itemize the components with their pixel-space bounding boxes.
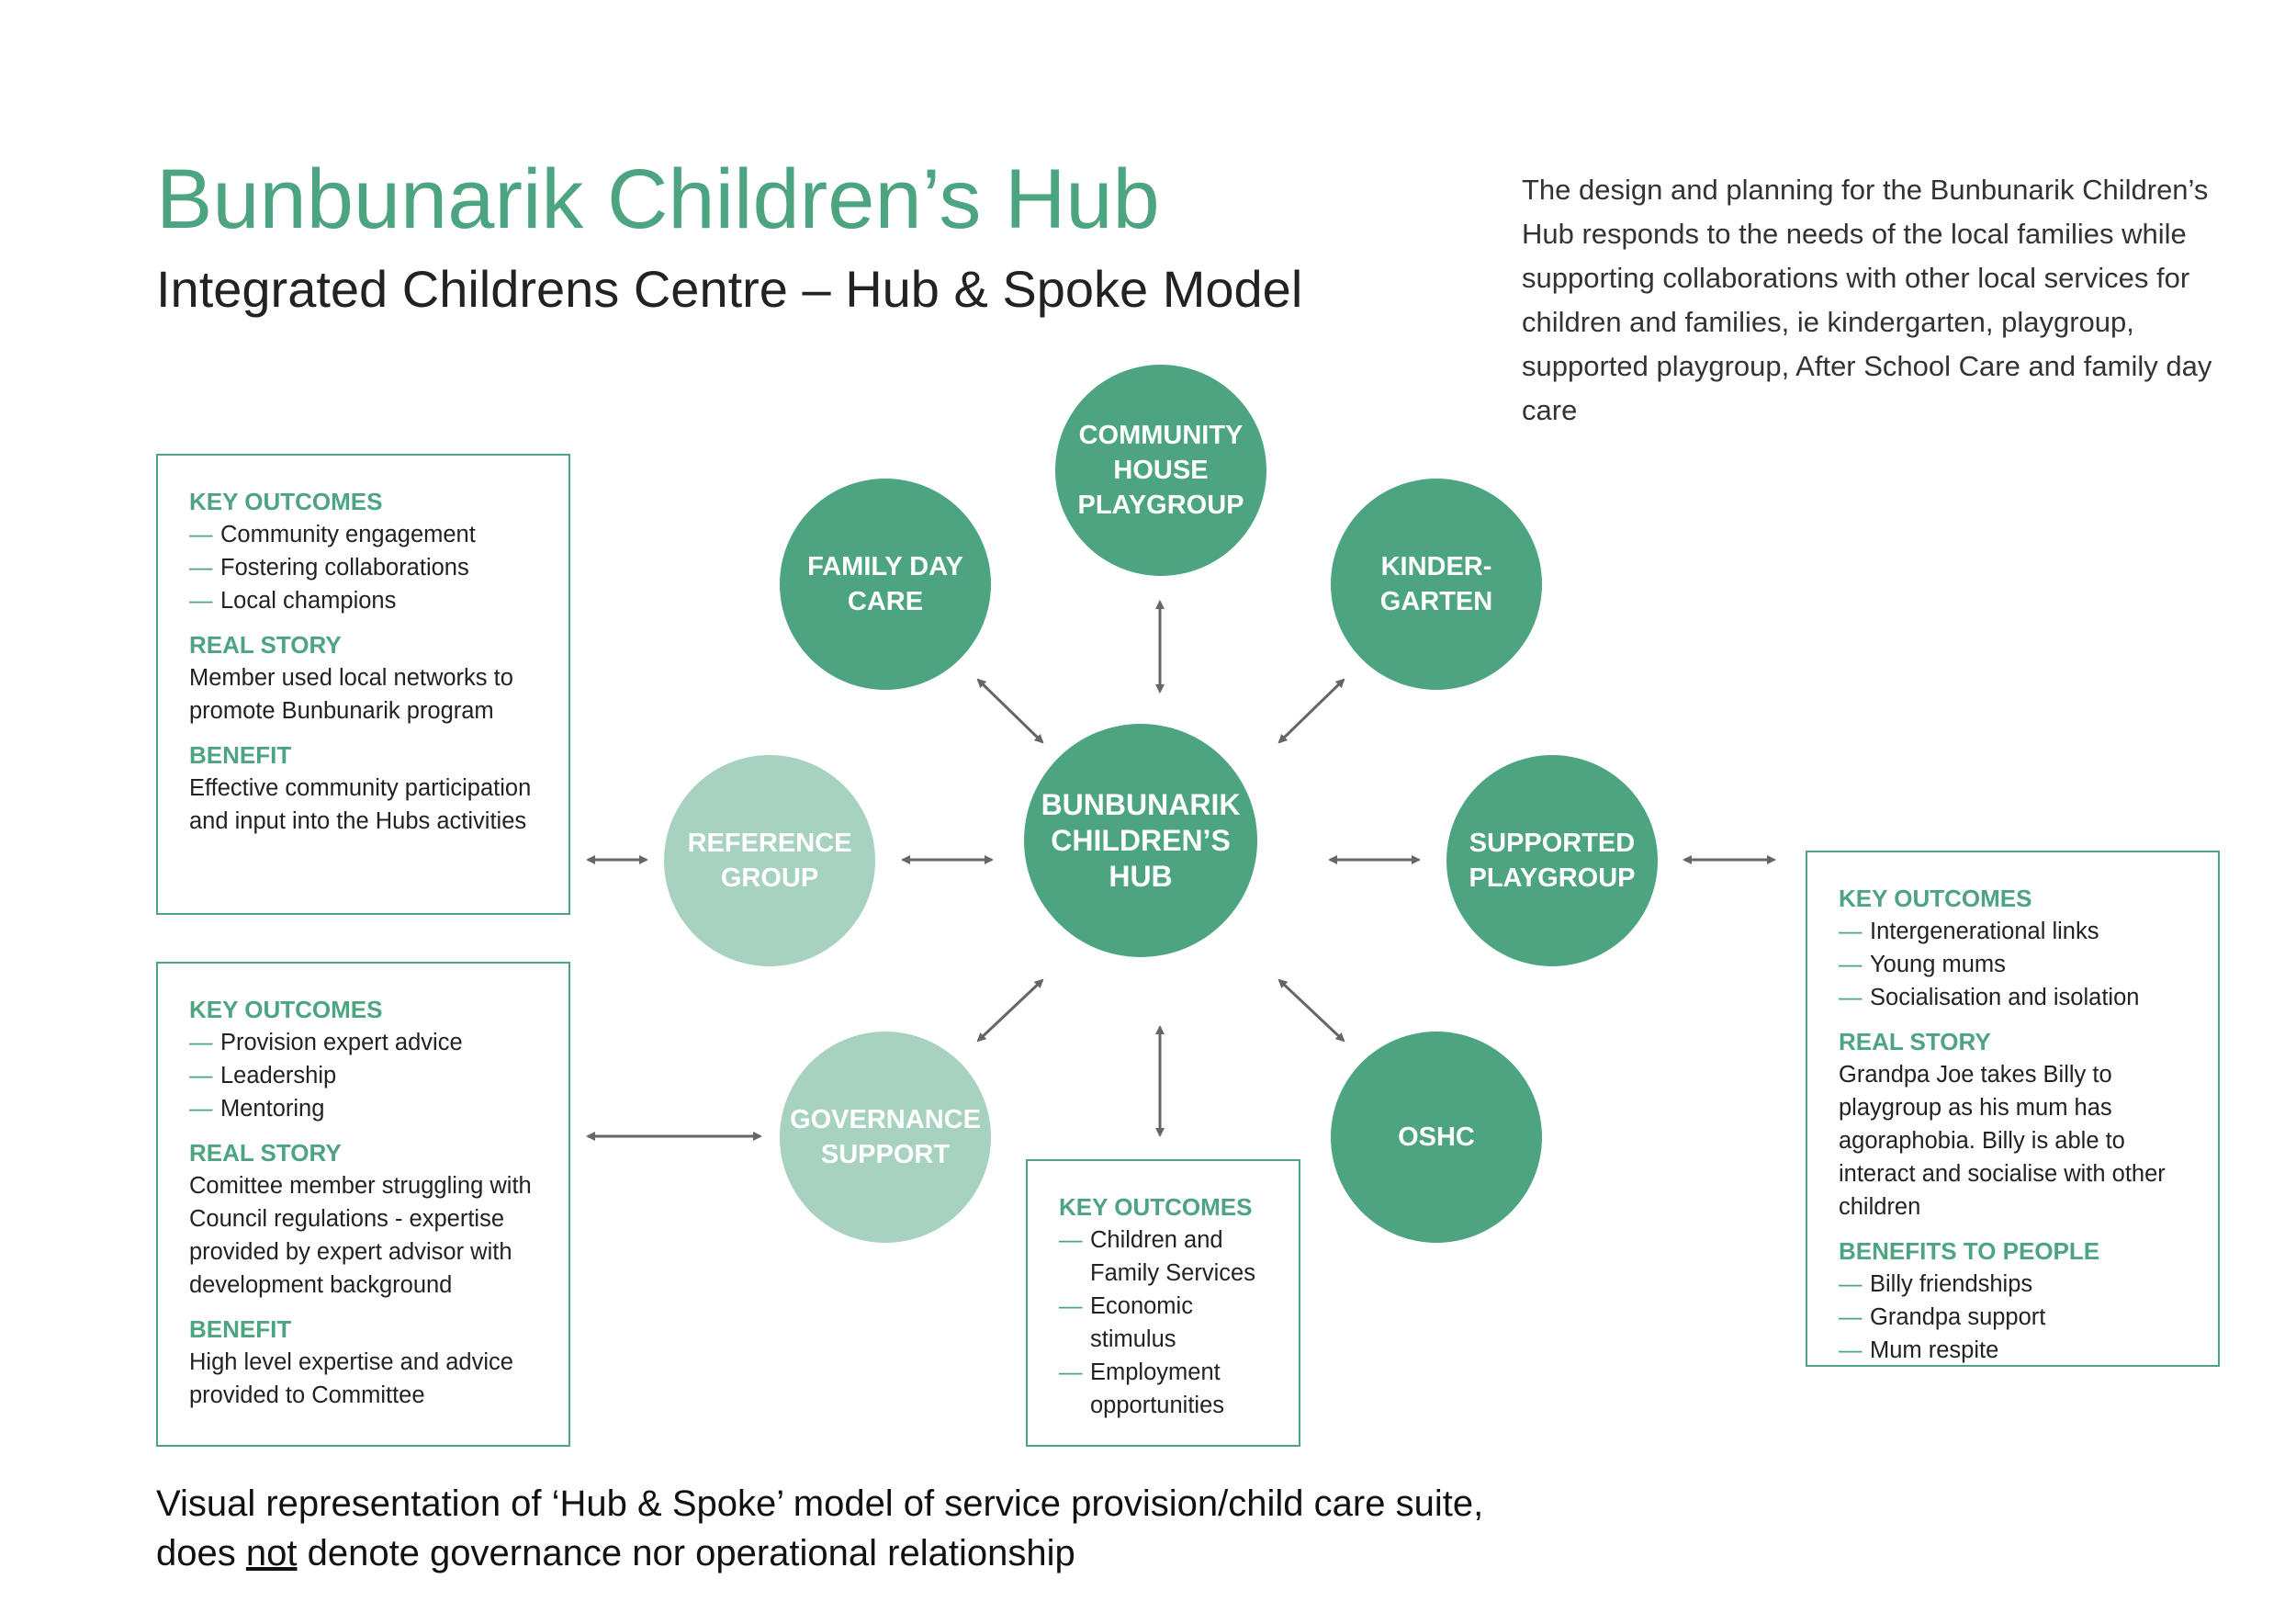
community-house-playgroup-circle: COMMUNITY HOUSE PLAYGROUP — [1055, 365, 1266, 576]
arrow-hub-governance — [976, 978, 1044, 1043]
key-outcomes-heading: KEY OUTCOMES — [1059, 1193, 1253, 1221]
dash-bullet: — — [1059, 1227, 1083, 1253]
supported-playgroup-info-box: KEY OUTCOMES —Intergenerational links —Y… — [1806, 851, 2220, 1367]
dash-bullet: — — [189, 1063, 213, 1088]
family-day-care-circle: FAMILY DAY CARE — [780, 479, 991, 690]
benefit-heading: BENEFIT — [189, 1315, 292, 1343]
dash-bullet: — — [1059, 1359, 1083, 1385]
benefit-heading: BENEFIT — [189, 741, 292, 769]
list-item: —Intergenerational links — [1839, 915, 2187, 948]
real-story-text: Grandpa Joe takes Billy to playgroup as … — [1839, 1062, 2166, 1220]
hub-outcomes-box: KEY OUTCOMES —Children and Family Servic… — [1026, 1159, 1300, 1447]
real-story-heading: REAL STORY — [189, 1139, 342, 1167]
dash-bullet: — — [1839, 1304, 1863, 1330]
footer-line-2: does not denote governance nor operation… — [156, 1533, 1075, 1573]
dash-bullet: — — [189, 588, 213, 614]
reference-group-circle: REFERENCE GROUP — [664, 755, 875, 966]
supported-playgroup-circle: SUPPORTED PLAYGROUP — [1446, 755, 1658, 966]
dash-bullet: — — [189, 522, 213, 547]
list-item: —Economic stimulus — [1059, 1290, 1267, 1356]
dash-bullet: — — [1059, 1293, 1083, 1319]
dash-bullet: — — [189, 1030, 213, 1055]
underlined-not: not — [245, 1533, 298, 1573]
footer-caption: Visual representation of ‘Hub & Spoke’ m… — [156, 1479, 1483, 1578]
arrow-hub-familydaycare — [976, 678, 1044, 744]
benefit-text: Effective community participation and in… — [189, 775, 532, 834]
list-item: —Mum respite — [1839, 1334, 2187, 1367]
governance-support-circle: GOVERNANCE SUPPORT — [780, 1032, 991, 1243]
key-outcomes-heading: KEY OUTCOMES — [189, 996, 383, 1023]
footer-line-1: Visual representation of ‘Hub & Spoke’ m… — [156, 1483, 1484, 1524]
list-item: —Billy friendships — [1839, 1268, 2187, 1301]
list-item: —Grandpa support — [1839, 1301, 2187, 1334]
dash-bullet: — — [1839, 952, 1863, 977]
list-item: —Leadership — [189, 1059, 537, 1092]
intro-paragraph: The design and planning for the Bunbunar… — [1522, 174, 2212, 426]
real-story-text: Member used local networks to promote Bu… — [189, 665, 513, 724]
dash-bullet: — — [189, 1096, 213, 1122]
kindergarten-circle: KINDER- GARTEN — [1331, 479, 1542, 690]
list-item: —Local champions — [189, 584, 537, 617]
hub-circle: BUNBUNARIK CHILDREN’S HUB — [1024, 724, 1257, 957]
dash-bullet: — — [189, 555, 213, 581]
real-story-heading: REAL STORY — [1839, 1028, 1991, 1055]
list-item: —Children and Family Services — [1059, 1224, 1267, 1290]
list-item: —Mentoring — [189, 1092, 537, 1125]
list-item: —Socialisation and isolation — [1839, 981, 2187, 1014]
dash-bullet: — — [1839, 1271, 1863, 1297]
list-item: —Community engagement — [189, 518, 537, 551]
list-item: —Employment opportunities — [1059, 1356, 1267, 1422]
key-outcomes-heading: KEY OUTCOMES — [189, 488, 383, 515]
list-item: —Young mums — [1839, 948, 2187, 981]
arrow-hub-oshc — [1277, 978, 1345, 1043]
list-item: —Fostering collaborations — [189, 551, 537, 584]
benefit-text: High level expertise and advice provided… — [189, 1349, 513, 1408]
key-outcomes-heading: KEY OUTCOMES — [1839, 885, 2032, 912]
list-item: —Provision expert advice — [189, 1026, 537, 1059]
real-story-text: Comittee member struggling with Council … — [189, 1173, 532, 1298]
dash-bullet: — — [1839, 919, 1863, 944]
real-story-heading: REAL STORY — [189, 631, 342, 659]
dash-bullet: — — [1839, 985, 1863, 1010]
page-subtitle: Integrated Childrens Centre – Hub & Spok… — [156, 260, 1303, 318]
arrow-hub-kindergarten — [1277, 678, 1345, 744]
governance-info-box: KEY OUTCOMES —Provision expert advice —L… — [156, 962, 570, 1447]
page-title: Bunbunarik Children’s Hub — [156, 152, 1160, 246]
oshc-circle: OSHC — [1331, 1032, 1542, 1243]
benefits-heading: BENEFITS TO PEOPLE — [1839, 1237, 2100, 1265]
dash-bullet: — — [1839, 1337, 1863, 1363]
reference-group-info-box: KEY OUTCOMES —Community engagement —Fost… — [156, 454, 570, 915]
